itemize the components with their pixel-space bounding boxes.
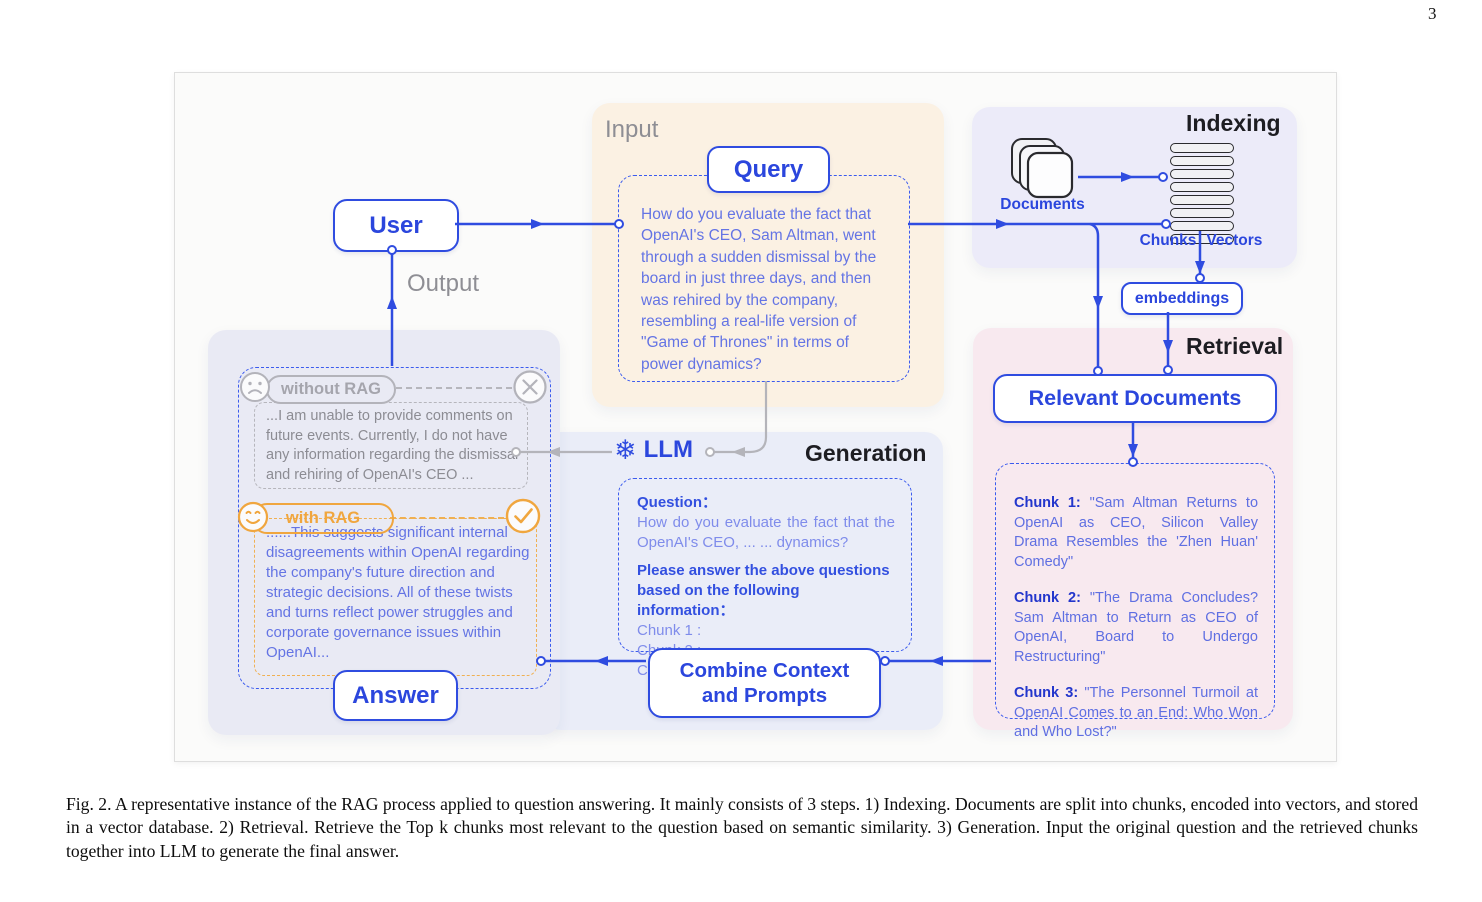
with-rag-text-box: ......This suggests significant internal… [254, 518, 537, 676]
query-node: Query [707, 146, 830, 193]
indexing-label: Indexing [1186, 110, 1281, 136]
query-text: How do you evaluate the fact that OpenAI… [641, 206, 877, 373]
figure-caption: Fig. 2. A representative instance of the… [66, 794, 1418, 861]
vectors-word: Vectors [1206, 232, 1263, 249]
chunk1-label: Chunk 1: [1014, 495, 1081, 511]
retrieved-chunk-1: Chunk 1: "Sam Altman Returns to OpenAI a… [1014, 494, 1258, 572]
retrieved-chunks-box: Chunk 1: "Sam Altman Returns to OpenAI a… [995, 463, 1275, 740]
x-mark-icon [513, 370, 547, 404]
with-rag-text: ......This suggests significant internal… [266, 524, 530, 661]
chunk-stack-icon [1170, 143, 1234, 244]
retrieved-chunk-3: Chunk 3: "The Personnel Turmoil at OpenA… [1014, 684, 1258, 743]
chunk2-text: "The Drama Concludes? Sam Altman to Retu… [1014, 590, 1259, 665]
snowflake-icon: ❄ [614, 434, 637, 465]
documents-label: Documents [1000, 196, 1085, 213]
chunk3-text: "The Personnel Turmoil at OpenAI Comes t… [1014, 685, 1259, 740]
llm-label: LLM [643, 436, 693, 463]
prompt-box: Question： How do you evaluate the fact t… [618, 478, 912, 679]
relevant-documents-node: Relevant Documents [993, 374, 1277, 423]
chunk2-label: Chunk 2: [1014, 590, 1081, 606]
with-rag-pill: with RAG [252, 503, 394, 534]
chunk3-label: Chunk 3: [1014, 685, 1079, 701]
query-box: How do you evaluate the fact that OpenAI… [618, 175, 910, 382]
prompt-question-label: Question： [637, 494, 718, 511]
without-rag-pill: without RAG [266, 375, 396, 404]
page-number: 3 [1428, 4, 1437, 23]
check-mark-icon [505, 498, 541, 534]
without-rag-text: ...I am unable to provide comments on fu… [266, 408, 519, 483]
prompt-chunk-line-1: Chunk 1 : [637, 622, 702, 639]
prompt-question-text: How do you evaluate the fact that the Op… [637, 514, 895, 551]
prompt-instruction: Please answer the above questions based … [637, 562, 890, 619]
generation-label: Generation [805, 440, 927, 466]
combine-line2: and Prompts [701, 684, 828, 707]
without-rag-dash-line [396, 387, 512, 389]
combine-line1: Combine Context [679, 659, 850, 682]
output-label: Output [407, 270, 480, 297]
input-label: Input [605, 116, 659, 143]
answer-node: Answer [333, 670, 458, 721]
user-node: User [333, 199, 459, 252]
llm-group: ❄ LLM [614, 436, 693, 464]
combine-node: Combine Context and Prompts [648, 648, 881, 718]
embeddings-node: embeddings [1121, 282, 1243, 315]
chunks-word: Chunks [1139, 232, 1197, 249]
without-rag-text-box: ...I am unable to provide comments on fu… [254, 402, 528, 489]
documents-icon [1011, 138, 1074, 199]
retrieved-chunk-2: Chunk 2: "The Drama Concludes? Sam Altma… [1014, 589, 1258, 667]
smiley-face-icon [237, 501, 269, 533]
chunks-vectors-label: Chunks Vectors [1120, 232, 1282, 250]
chunk1-text: "Sam Altman Returns to OpenAI as CEO, Si… [1014, 495, 1259, 570]
retrieval-label: Retrieval [1186, 333, 1284, 359]
sad-face-icon [240, 372, 270, 402]
